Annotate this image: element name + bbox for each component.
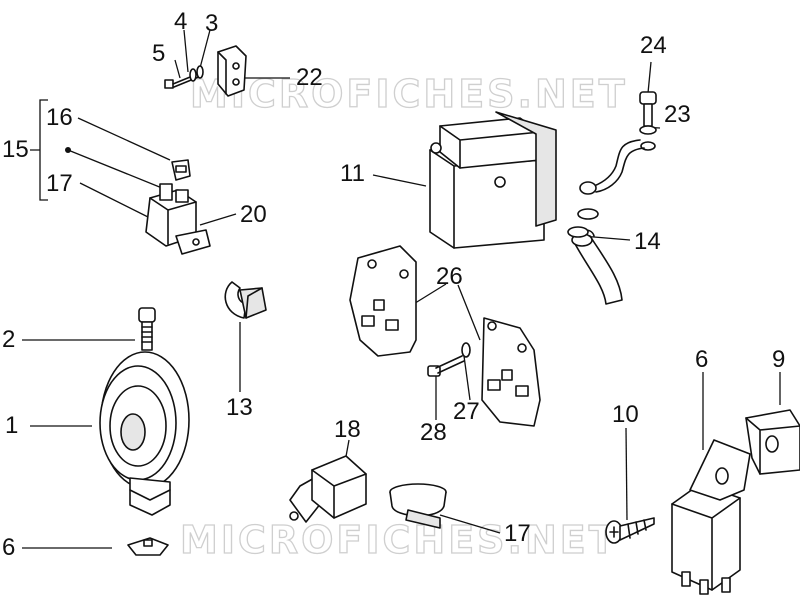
callout-3: 3 bbox=[205, 10, 219, 37]
bullet-dot bbox=[65, 147, 71, 153]
nut-plate bbox=[127, 537, 169, 556]
battery-cable bbox=[579, 139, 645, 195]
callout-27: 27 bbox=[453, 398, 480, 425]
callout-17-top: 17 bbox=[46, 170, 73, 197]
callout-4: 4 bbox=[174, 8, 188, 35]
callout-11: 11 bbox=[340, 160, 365, 187]
callout-15: 15 bbox=[2, 136, 29, 163]
watermark-top: MICROFICHES.NET bbox=[189, 71, 628, 116]
callout-9: 9 bbox=[772, 346, 786, 373]
clip bbox=[224, 281, 267, 319]
battery bbox=[429, 111, 557, 249]
callout-24: 24 bbox=[640, 32, 667, 59]
callout-26: 26 bbox=[436, 263, 463, 290]
plate-screw bbox=[427, 342, 471, 377]
callout-13: 13 bbox=[226, 394, 253, 421]
callout-5: 5 bbox=[152, 40, 166, 67]
callout-18: 18 bbox=[334, 416, 361, 443]
screw-set bbox=[164, 65, 204, 89]
callout-22: 22 bbox=[296, 64, 323, 91]
relay bbox=[289, 455, 367, 523]
horn bbox=[99, 351, 190, 516]
fuse bbox=[171, 159, 191, 181]
callout-28: 28 bbox=[420, 419, 447, 446]
vent-hose bbox=[567, 208, 623, 305]
callout-20: 20 bbox=[240, 201, 267, 228]
callout-10: 10 bbox=[612, 401, 639, 428]
rubber-mount bbox=[745, 409, 800, 475]
cable-bolt bbox=[639, 91, 657, 151]
callout-14: 14 bbox=[634, 228, 661, 255]
relay-screw bbox=[605, 517, 655, 544]
callout-6-right: 6 bbox=[695, 346, 709, 373]
callout-16: 16 bbox=[46, 104, 73, 131]
callout-1: 1 bbox=[5, 412, 19, 439]
callout-17-bottom: 17 bbox=[504, 520, 531, 547]
battery-plate-right bbox=[481, 317, 541, 427]
cable-clamp bbox=[389, 483, 447, 529]
callout-23: 23 bbox=[664, 101, 691, 128]
horn-screw bbox=[138, 307, 156, 351]
battery-plate-left bbox=[349, 245, 417, 357]
mounting-bracket bbox=[217, 45, 247, 97]
callout-2: 2 bbox=[2, 326, 16, 353]
watermark-bottom: MICROFICHES.NET bbox=[179, 517, 618, 562]
starter-relay bbox=[671, 439, 751, 595]
callout-6-left: 6 bbox=[2, 534, 16, 561]
fuse-holder bbox=[145, 183, 211, 255]
